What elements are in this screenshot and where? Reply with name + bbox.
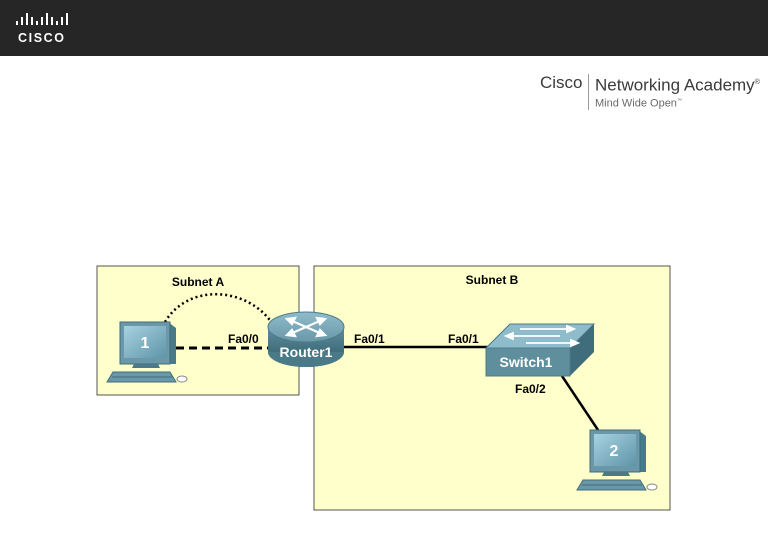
academy-name-text: Networking Academy (595, 75, 755, 95)
port-label-switch-fa02: Fa0/2 (515, 382, 546, 396)
academy-tagline: Mind Wide Open™ (595, 94, 682, 111)
cisco-bars-icon (16, 13, 68, 25)
switch1-label: Switch1 (500, 354, 553, 370)
academy-name: Networking Academy® (595, 72, 760, 97)
academy-separator (588, 74, 589, 110)
academy-tagline-text: Mind Wide Open (595, 97, 677, 110)
link-switch-pc2 (560, 375, 600, 431)
subnet-b-label: Subnet B (466, 273, 519, 287)
router1-label: Router1 (280, 344, 333, 360)
pc2-icon: 2 (576, 429, 658, 491)
header-bar: CISCO (0, 0, 768, 56)
cisco-logo: CISCO (16, 11, 72, 45)
subnet-a-label: Subnet A (172, 275, 225, 289)
pc1-number: 1 (141, 335, 150, 352)
academy-brand: Cisco (540, 73, 583, 92)
pc1-icon: 1 (106, 321, 188, 383)
port-label-router-fa01: Fa0/1 (354, 332, 385, 346)
router1-icon: Router1 (267, 311, 345, 367)
port-label-switch-fa01: Fa0/1 (448, 332, 479, 346)
console-link (163, 292, 278, 331)
trademark-mark: ™ (676, 98, 682, 104)
registered-mark: ® (754, 79, 760, 86)
pc2-number: 2 (610, 443, 619, 460)
cisco-wordmark: CISCO (18, 31, 66, 45)
port-label-router-fa00: Fa0/0 (228, 332, 259, 346)
switch1-icon: Switch1 (484, 323, 596, 377)
